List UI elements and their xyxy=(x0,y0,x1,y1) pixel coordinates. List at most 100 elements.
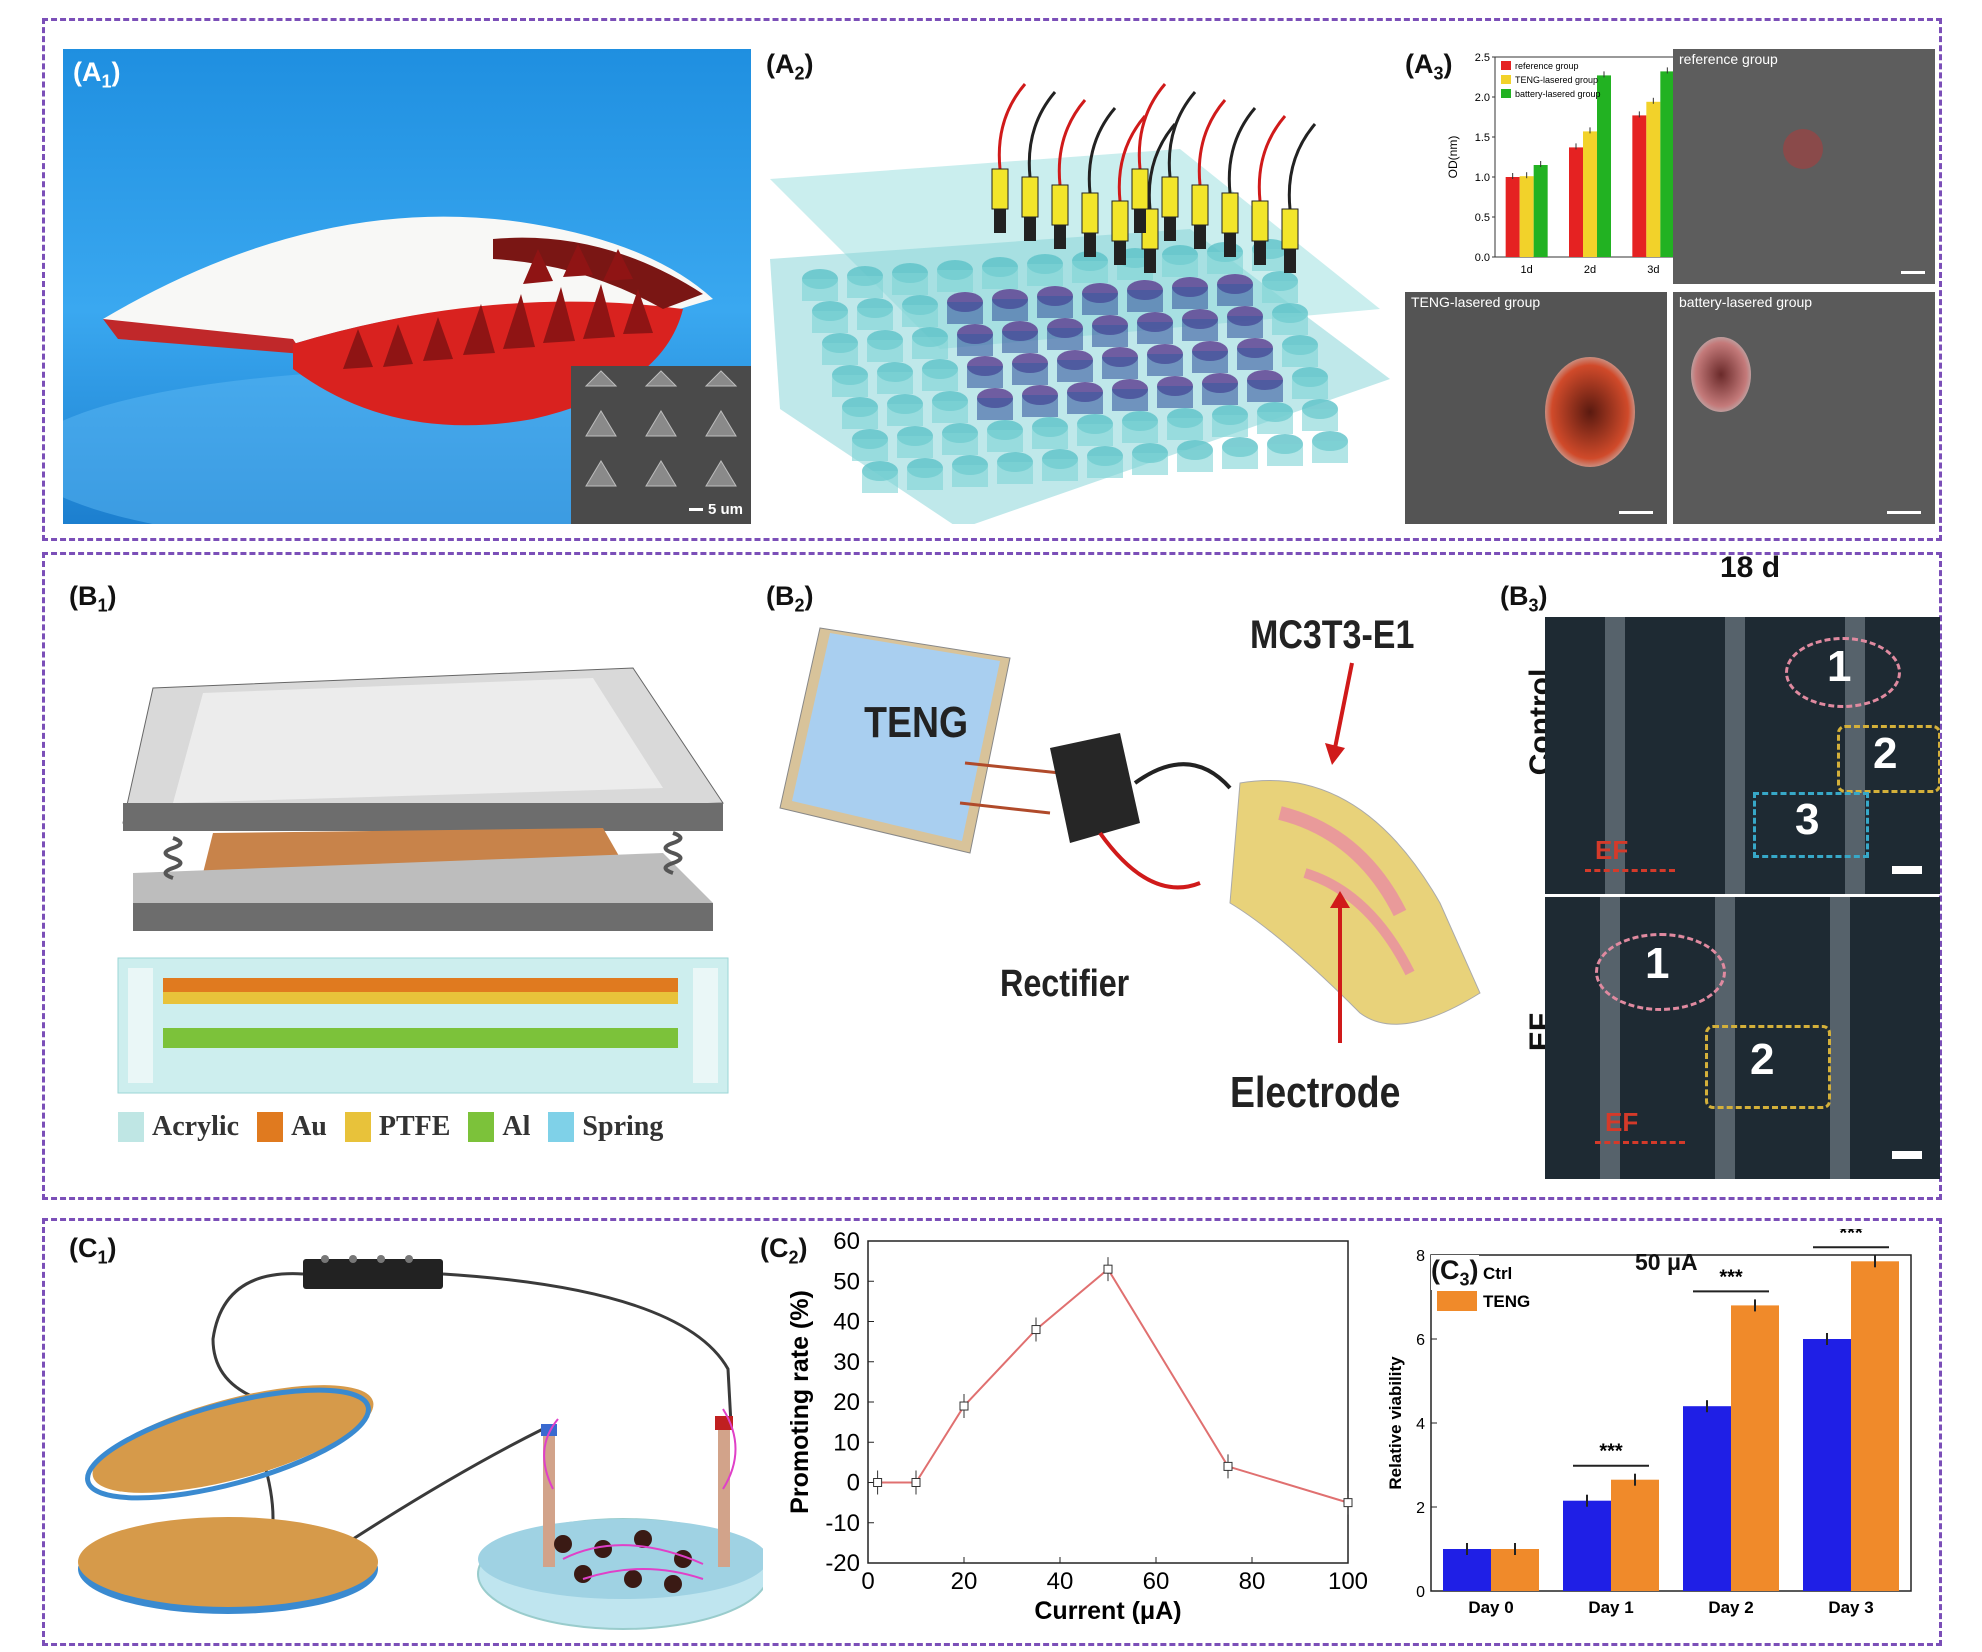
well-body xyxy=(812,311,848,333)
panel-c1: (C1) xyxy=(63,1229,769,1639)
x-tick-label: 80 xyxy=(1239,1568,1266,1595)
data-point xyxy=(959,1401,969,1411)
ef-arrow: EF xyxy=(1595,835,1629,865)
material-legend: Acrylic Au PTFE Al Spring xyxy=(118,1111,663,1143)
electrode-body xyxy=(1131,168,1149,210)
well-body xyxy=(1022,395,1058,417)
well-body xyxy=(947,302,983,324)
well-body xyxy=(997,462,1033,484)
electrode-wire xyxy=(1087,107,1117,194)
legend-label: Ctrl xyxy=(1483,1264,1512,1283)
stained-cell-cluster xyxy=(1691,337,1751,412)
x-tick-label: 0 xyxy=(861,1568,874,1595)
rectifier-label: Rectifier xyxy=(1000,963,1130,1005)
well-body xyxy=(902,305,938,327)
electrode-tip xyxy=(1254,241,1266,265)
panel-b2: (B2) TENG MC3T3-E1 Rectifier Electrode xyxy=(760,573,1490,1183)
well-body xyxy=(1292,377,1328,399)
well-body xyxy=(857,308,893,330)
x-tick-label: 100 xyxy=(1328,1568,1368,1595)
electrode-tip xyxy=(1054,225,1066,249)
region-2 xyxy=(1837,725,1940,793)
well-body xyxy=(887,404,923,426)
panel-label-c2: (C2) xyxy=(760,1233,808,1268)
well-body xyxy=(822,343,858,365)
electrode-wire xyxy=(1057,99,1087,186)
bar xyxy=(1491,1549,1539,1591)
well-body xyxy=(897,436,933,458)
panel-label-a1: (A1) xyxy=(73,57,121,92)
stimulation-setup-illustration xyxy=(78,1255,769,1630)
y-tick-label: 1.0 xyxy=(1475,172,1490,184)
bar xyxy=(1583,131,1597,257)
legend-swatch xyxy=(1501,75,1511,84)
well-body xyxy=(952,465,988,487)
scale-bar: 5 um xyxy=(688,501,743,518)
well-plate-illustration xyxy=(770,83,1390,529)
bar xyxy=(1611,1479,1659,1591)
well-body xyxy=(1202,383,1238,405)
data-point xyxy=(911,1478,921,1487)
well-body xyxy=(1087,456,1123,478)
micrograph-title: battery-lasered group xyxy=(1679,294,1813,310)
y-tick-label: 2.5 xyxy=(1475,52,1490,64)
ef-arrow-line xyxy=(1595,1141,1685,1144)
electrode-body xyxy=(1161,176,1179,218)
bar xyxy=(1505,177,1520,257)
significance-label: *** xyxy=(1599,1441,1623,1463)
panel-a2: (A2) xyxy=(760,49,1400,529)
well-body xyxy=(967,366,1003,388)
panel-label-b3: (B3) xyxy=(1500,581,1548,616)
sem-inset: 5 um xyxy=(571,366,751,524)
region-2-label: 2 xyxy=(1873,729,1898,778)
data-point xyxy=(1103,1264,1113,1274)
well-body xyxy=(847,276,883,298)
well-body xyxy=(1207,252,1243,274)
x-tick-label: Day 0 xyxy=(1468,1598,1513,1617)
region-3 xyxy=(1753,792,1869,858)
x-axis-label: Current (μA) xyxy=(1034,1597,1181,1625)
well-body xyxy=(862,471,898,493)
teng-device-illustration xyxy=(117,667,729,1094)
panel-b3: (B3) 18 d Control EF 1 2 3 EF 1 2 EF xyxy=(1500,551,1940,1200)
bar xyxy=(1731,1305,1779,1591)
y-tick-label: 30 xyxy=(833,1349,860,1376)
legend-swatch xyxy=(1437,1291,1477,1311)
bar xyxy=(1683,1406,1731,1591)
well-body xyxy=(907,468,943,490)
bar xyxy=(1597,75,1611,258)
electrode-tip xyxy=(1164,217,1176,241)
electrode-body xyxy=(1251,200,1269,242)
well-body xyxy=(957,334,993,356)
well-body xyxy=(937,270,973,292)
well-body xyxy=(1257,412,1293,434)
electrode-tip xyxy=(1084,233,1096,257)
well-body xyxy=(892,273,928,295)
well-body xyxy=(1102,357,1138,379)
electrode-body xyxy=(1021,176,1039,218)
panel-label-a2: (A2) xyxy=(766,49,814,84)
x-tick-label: Day 1 xyxy=(1588,1598,1633,1617)
electrode-body xyxy=(991,168,1009,210)
electrode-wire xyxy=(1197,99,1227,186)
y-tick-label: 60 xyxy=(833,1229,860,1255)
well-body xyxy=(1012,363,1048,385)
data-point xyxy=(1031,1325,1041,1335)
bar xyxy=(1660,71,1675,258)
legend-item-au: Au xyxy=(257,1111,327,1143)
scale-bar-label: 5 um xyxy=(707,501,743,518)
y-tick-label: 0.0 xyxy=(1475,252,1490,264)
well-body xyxy=(992,299,1028,321)
x-tick-label: Day 3 xyxy=(1828,1598,1873,1617)
well-body xyxy=(1027,264,1063,286)
well-body xyxy=(1047,328,1083,350)
electrode-tip xyxy=(1224,233,1236,257)
region-2 xyxy=(1705,1025,1831,1109)
region-1 xyxy=(1785,637,1901,708)
well-body xyxy=(1272,313,1308,335)
electrode-body xyxy=(1111,200,1129,242)
electrode-wire xyxy=(1117,115,1147,202)
well-body xyxy=(977,398,1013,420)
well-body xyxy=(922,369,958,391)
data-point xyxy=(1223,1461,1233,1471)
